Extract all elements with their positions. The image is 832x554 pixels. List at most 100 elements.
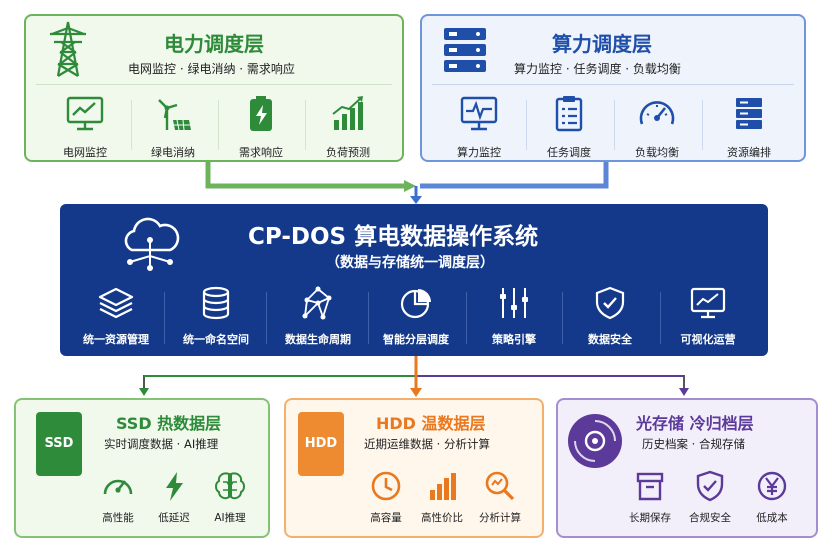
feature-label: 低延迟 (158, 512, 190, 524)
clipboard-icon (555, 96, 583, 132)
tile-label: 电网监控 (63, 146, 107, 159)
divider (266, 292, 267, 344)
divider (526, 100, 527, 150)
hdd-drive-icon: HDD (298, 412, 344, 476)
divider (164, 292, 165, 344)
tile-label: 绿电消纳 (151, 146, 195, 159)
server-rack-icon (736, 98, 762, 129)
yen-coin-icon (757, 471, 787, 501)
server-stack-icon (444, 28, 486, 72)
tile-label: 算力监控 (457, 146, 501, 159)
compute-monitor-icon (460, 96, 498, 131)
feature-label: 策略引擎 (492, 333, 536, 346)
optical-subtitle: 历史档案 · 合规存储 (642, 437, 745, 451)
optical-disc-icon (568, 414, 622, 468)
cloud-network-icon (124, 217, 180, 271)
feature-label: 数据生命周期 (285, 333, 351, 346)
ssd-feature-low-latency[interactable]: 低延迟 (144, 470, 204, 525)
feature-label: 可视化运营 (680, 333, 736, 346)
speedometer-icon (103, 479, 133, 495)
feature-label: 智能分层调度 (383, 333, 449, 346)
feature-label: 低成本 (756, 512, 788, 524)
battery-icon (250, 96, 272, 131)
feature-label: AI推理 (214, 512, 246, 524)
wind-solar-icon (158, 99, 191, 131)
core-feature-policy-engine[interactable]: 策略引擎 (464, 286, 564, 347)
lightning-icon (166, 472, 183, 501)
compute-item-load-balance[interactable]: 负载均衡 (614, 94, 700, 160)
feature-label: 长期保存 (629, 512, 671, 524)
power-item-load-forecast[interactable]: 负荷预测 (305, 94, 391, 160)
sliders-icon (500, 288, 528, 318)
feature-label: 统一资源管理 (83, 333, 149, 346)
hdd-feature-analytics[interactable]: 分析计算 (470, 470, 530, 525)
tile-label: 需求响应 (239, 146, 283, 159)
power-item-green-power[interactable]: 绿电消纳 (130, 94, 216, 160)
core-feature-lifecycle[interactable]: 数据生命周期 (268, 286, 368, 347)
ssd-feature-ai-inference[interactable]: AI推理 (200, 470, 260, 525)
feature-label: 高性能 (102, 512, 134, 524)
divider (218, 100, 219, 150)
feature-label: 分析计算 (479, 512, 521, 524)
compute-item-monitor[interactable]: 算力监控 (436, 94, 522, 160)
compute-item-task-schedule[interactable]: 任务调度 (526, 94, 612, 160)
compute-subtitle: 算力监控 · 任务调度 · 负载均衡 (514, 62, 681, 76)
divider (432, 84, 794, 85)
optical-feature-low-cost[interactable]: 低成本 (742, 470, 802, 525)
hdd-feature-high-capacity[interactable]: 高容量 (356, 470, 416, 525)
divider (305, 100, 306, 150)
load-forecast-icon (332, 96, 363, 130)
hdd-title: HDD 温数据层 (376, 414, 486, 433)
power-title: 电力调度层 (164, 32, 264, 56)
pie-chart-icon (400, 289, 431, 319)
core-feature-resource-management[interactable]: 统一资源管理 (66, 286, 166, 347)
archive-box-icon (636, 472, 664, 501)
divider (562, 292, 563, 344)
core-feature-namespace[interactable]: 统一命名空间 (166, 286, 266, 347)
hdd-subtitle: 近期运维数据 · 分析计算 (364, 437, 490, 451)
tile-label: 负载均衡 (635, 146, 679, 159)
divider (368, 292, 369, 344)
divider (36, 84, 392, 85)
optical-feature-compliance[interactable]: 合规安全 (680, 470, 740, 525)
network-icon (302, 286, 332, 320)
feature-label: 统一命名空间 (183, 333, 249, 346)
core-feature-security[interactable]: 数据安全 (560, 286, 660, 347)
feature-label: 合规安全 (689, 512, 731, 524)
tile-label: 负荷预测 (326, 146, 370, 159)
shield-icon (595, 286, 625, 320)
layers-icon (98, 287, 134, 319)
ssd-badge-text: SSD (44, 436, 74, 451)
brain-icon (215, 472, 245, 500)
clock-icon (371, 471, 401, 501)
magnifier-icon (485, 471, 515, 501)
feature-label: 高容量 (370, 512, 402, 524)
core-subtitle: （数据与存储统一调度层） (326, 255, 494, 271)
ssd-feature-high-performance[interactable]: 高性能 (88, 470, 148, 525)
tile-label: 资源编排 (727, 146, 771, 159)
feature-label: 数据安全 (588, 333, 632, 346)
database-icon (202, 286, 230, 320)
optical-feature-long-term[interactable]: 长期保存 (620, 470, 680, 525)
compute-item-resource-orchestration[interactable]: 资源编排 (706, 94, 792, 160)
power-dispatch-panel (24, 14, 404, 162)
optical-title: 光存储 冷归档层 (636, 414, 754, 433)
divider (614, 100, 615, 150)
power-tower-icon (50, 21, 86, 77)
divider (131, 100, 132, 150)
gauge-icon (639, 101, 675, 125)
core-title: CP-DOS 算电数据操作系统 (248, 224, 539, 250)
dashboard-icon (690, 287, 726, 319)
feature-label: 高性价比 (421, 512, 463, 524)
core-feature-visual-ops[interactable]: 可视化运营 (658, 286, 758, 347)
ssd-drive-icon: SSD (36, 412, 82, 476)
hdd-feature-cost-effective[interactable]: 高性价比 (412, 470, 472, 525)
power-item-demand-response[interactable]: 需求响应 (218, 94, 304, 160)
core-feature-tiering[interactable]: 智能分层调度 (366, 286, 466, 347)
hdd-badge-text: HDD (304, 436, 338, 451)
divider (466, 292, 467, 344)
power-item-grid-monitor[interactable]: 电网监控 (42, 94, 128, 160)
power-subtitle: 电网监控 · 绿电消纳 · 需求响应 (128, 62, 295, 76)
divider (702, 100, 703, 150)
